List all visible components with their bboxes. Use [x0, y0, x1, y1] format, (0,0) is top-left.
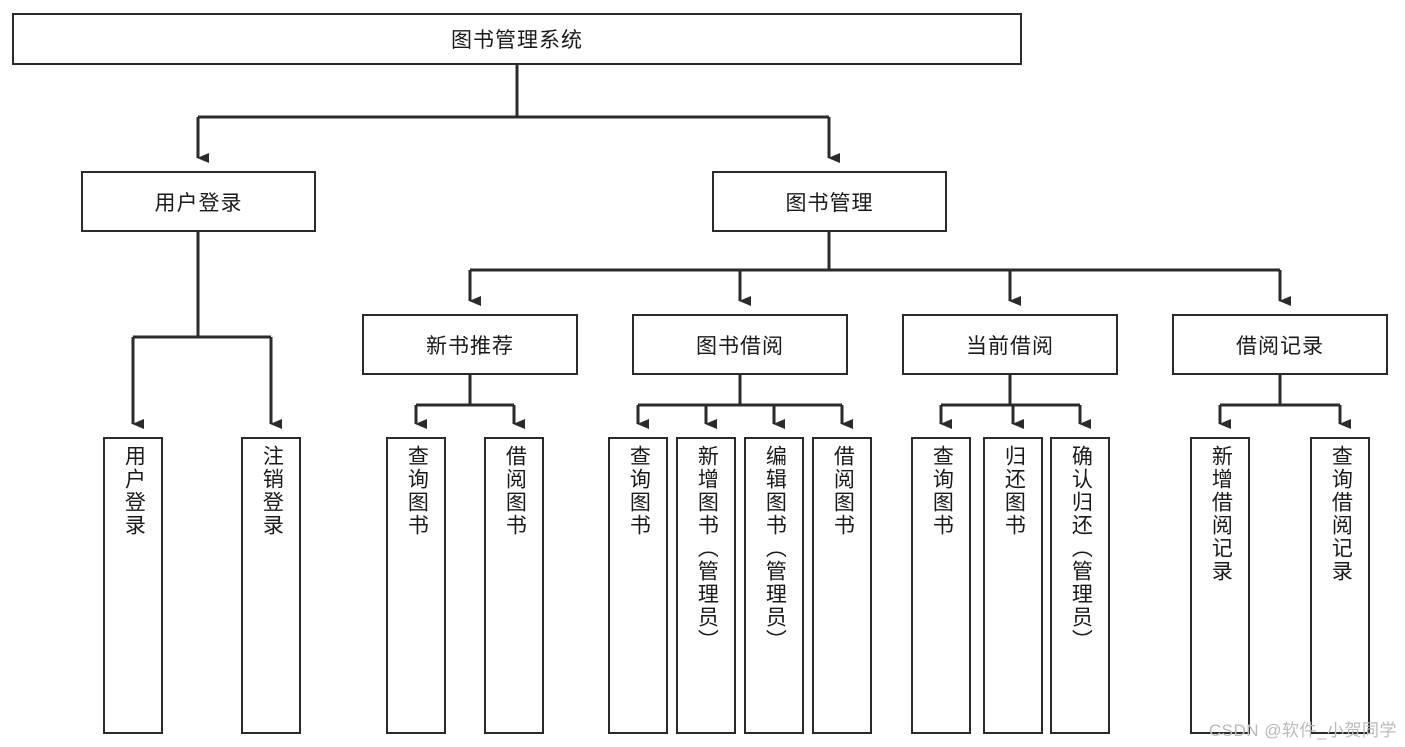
node-book-manage[interactable]: 图书管理	[712, 171, 947, 232]
node-leaf-add-book[interactable]: 新增图书（管理员）	[676, 437, 736, 734]
current-borrow-branch	[939, 375, 1091, 429]
node-leaf-confirm-return-label: 确认归还（管理员）	[1069, 445, 1093, 652]
node-user-login-label: 用户登录	[154, 191, 243, 215]
node-book-borrow[interactable]: 图书借阅	[632, 314, 848, 375]
borrow-record-branch	[1218, 375, 1351, 429]
node-root[interactable]: 图书管理系统	[12, 13, 1022, 65]
node-new-book-recommend-label: 新书推荐	[426, 334, 514, 358]
book-manage-branch	[468, 232, 1291, 306]
node-leaf-user-logout-label: 注销登录	[260, 445, 284, 537]
root-branch	[196, 65, 840, 163]
node-leaf-borrow-book-1-label: 借阅图书	[503, 445, 527, 537]
node-book-borrow-label: 图书借阅	[696, 334, 784, 358]
node-leaf-return-book[interactable]: 归还图书	[983, 437, 1043, 734]
node-leaf-add-record[interactable]: 新增借阅记录	[1190, 437, 1250, 734]
node-current-borrow-label: 当前借阅	[966, 334, 1054, 358]
node-leaf-borrow-book-2[interactable]: 借阅图书	[812, 437, 872, 734]
book-borrow-branch	[636, 375, 853, 429]
node-leaf-add-book-label: 新增图书（管理员）	[695, 445, 719, 652]
node-root-label: 图书管理系统	[451, 29, 583, 52]
node-leaf-user-login-label: 用户登录	[122, 445, 146, 537]
node-book-manage-label: 图书管理	[785, 191, 874, 215]
node-leaf-query-book-1[interactable]: 查询图书	[386, 437, 446, 734]
new-book-recommend-branch	[414, 375, 525, 429]
node-user-login[interactable]: 用户登录	[81, 171, 316, 232]
node-leaf-user-logout[interactable]: 注销登录	[241, 437, 301, 734]
node-current-borrow[interactable]: 当前借阅	[902, 314, 1118, 375]
node-leaf-query-book-2[interactable]: 查询图书	[608, 437, 668, 734]
node-leaf-return-book-label: 归还图书	[1002, 445, 1026, 537]
node-leaf-query-record-label: 查询借阅记录	[1329, 445, 1353, 583]
csdn-watermark: CSDN @软件_小贺同学	[1208, 721, 1397, 740]
node-leaf-query-record[interactable]: 查询借阅记录	[1310, 437, 1370, 734]
node-leaf-query-book-3[interactable]: 查询图书	[911, 437, 971, 734]
node-leaf-query-book-1-label: 查询图书	[405, 445, 429, 537]
node-new-book-recommend[interactable]: 新书推荐	[362, 314, 578, 375]
node-leaf-user-login[interactable]: 用户登录	[103, 437, 163, 734]
node-leaf-borrow-book-1[interactable]: 借阅图书	[484, 437, 544, 734]
node-leaf-query-book-3-label: 查询图书	[930, 445, 954, 537]
node-borrow-record[interactable]: 借阅记录	[1172, 314, 1388, 375]
node-leaf-edit-book[interactable]: 编辑图书（管理员）	[744, 437, 804, 734]
node-leaf-confirm-return[interactable]: 确认归还（管理员）	[1050, 437, 1110, 734]
node-leaf-query-book-2-label: 查询图书	[627, 445, 651, 537]
node-leaf-edit-book-label: 编辑图书（管理员）	[763, 445, 787, 652]
node-leaf-add-record-label: 新增借阅记录	[1209, 445, 1233, 583]
user-login-branch	[131, 232, 282, 429]
node-borrow-record-label: 借阅记录	[1236, 334, 1324, 358]
node-leaf-borrow-book-2-label: 借阅图书	[831, 445, 855, 537]
